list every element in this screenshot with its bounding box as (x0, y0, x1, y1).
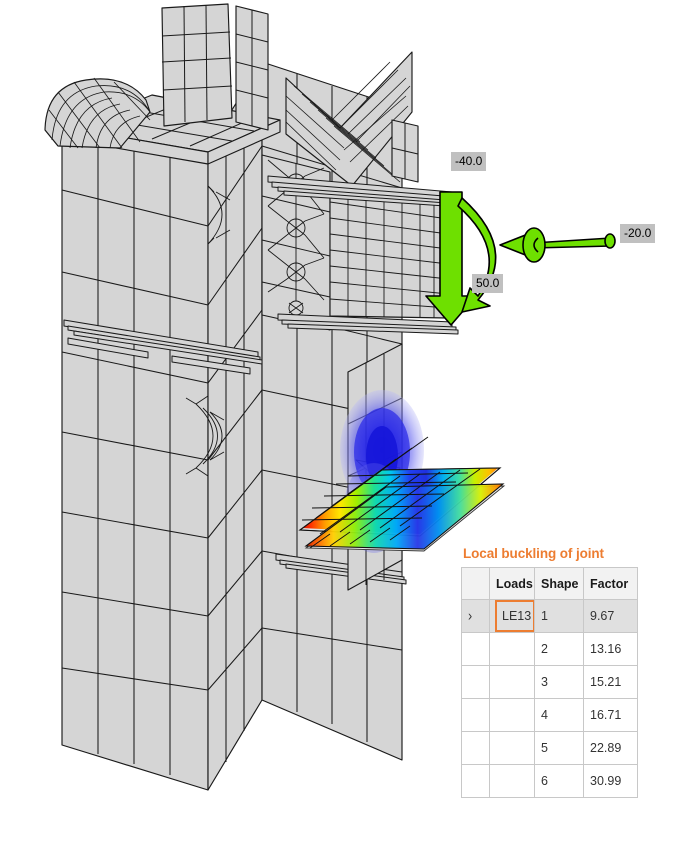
cell-shape[interactable]: 2 (534, 632, 584, 666)
table-row[interactable]: › LE13 1 9.67 (461, 599, 638, 633)
row-expander-icon[interactable] (461, 731, 490, 765)
cell-shape[interactable]: 4 (534, 698, 584, 732)
moment-arrow-icon (457, 197, 497, 313)
row-expander-icon[interactable] (461, 698, 490, 732)
cell-factor[interactable]: 13.16 (583, 632, 638, 666)
load-arrows-group (425, 191, 616, 326)
table-row[interactable]: 2 13.16 (461, 632, 638, 666)
table-row[interactable]: 4 16.71 (461, 698, 638, 732)
inclined-brace-mesh (285, 51, 413, 187)
cell-factor[interactable]: 15.21 (583, 665, 638, 699)
chevron-right-icon: › (468, 607, 473, 625)
table-row[interactable]: 5 22.89 (461, 731, 638, 765)
notch-arc-mesh (185, 395, 225, 477)
cell-factor[interactable]: 9.67 (583, 599, 638, 633)
cell-loads[interactable] (489, 632, 535, 666)
cell-factor[interactable]: 16.71 (583, 698, 638, 732)
load-label-shear: 50.0 (472, 274, 504, 293)
curved-stiffener (44, 77, 151, 149)
results-title: Local buckling of joint (463, 546, 604, 561)
right-small-plate (391, 119, 419, 183)
table-header-row: Loads Shape Factor (461, 567, 638, 600)
stiffener-rib-left (63, 319, 263, 375)
row-expander-icon[interactable] (461, 632, 490, 666)
table-row[interactable]: 3 15.21 (461, 665, 638, 699)
load-label-moment: -40.0 (451, 152, 487, 171)
notch-arc-mesh-upper (207, 185, 231, 245)
upper-beam-plate-mid (235, 5, 269, 131)
row-expander-icon[interactable] (461, 764, 490, 798)
mesh-geometry (44, 3, 461, 791)
column-header-shape[interactable]: Shape (534, 567, 584, 600)
upper-beam-plate-left (161, 3, 233, 127)
buckling-results-table[interactable]: Loads Shape Factor › LE13 1 9.67 (461, 567, 638, 798)
column-header-loads[interactable]: Loads (489, 567, 535, 600)
stiffener-rib-upper (267, 175, 461, 208)
column-header-factor[interactable]: Factor (583, 567, 638, 600)
cell-shape[interactable]: 3 (534, 665, 584, 699)
cell-loads[interactable] (489, 665, 535, 699)
stiffener-rib-lower (277, 313, 459, 335)
cell-loads[interactable] (489, 731, 535, 765)
row-expander-icon[interactable]: › (461, 599, 490, 633)
table-row[interactable]: 6 30.99 (461, 764, 638, 798)
row-expander-icon[interactable] (461, 665, 490, 699)
cell-factor[interactable]: 22.89 (583, 731, 638, 765)
cell-loads[interactable]: LE13 (489, 599, 535, 633)
column-header-expander (461, 567, 490, 600)
cell-shape[interactable]: 1 (534, 599, 584, 633)
cell-loads[interactable] (489, 698, 535, 732)
cell-shape[interactable]: 6 (534, 764, 584, 798)
results-panel: Local buckling of joint Loads Shape Fact… (461, 546, 638, 798)
cell-loads[interactable] (489, 764, 535, 798)
contour-plate-mesh-lower (309, 525, 411, 549)
axial-arrow-icon (499, 227, 616, 263)
bolt-hole-mesh-zone (261, 154, 331, 331)
cell-shape[interactable]: 5 (534, 731, 584, 765)
load-label-axial: -20.0 (620, 224, 656, 243)
contour-plate-mesh (301, 436, 481, 535)
loads-value-selected: LE13 (495, 600, 534, 632)
column-left-flange (61, 109, 209, 791)
cell-factor[interactable]: 30.99 (583, 764, 638, 798)
